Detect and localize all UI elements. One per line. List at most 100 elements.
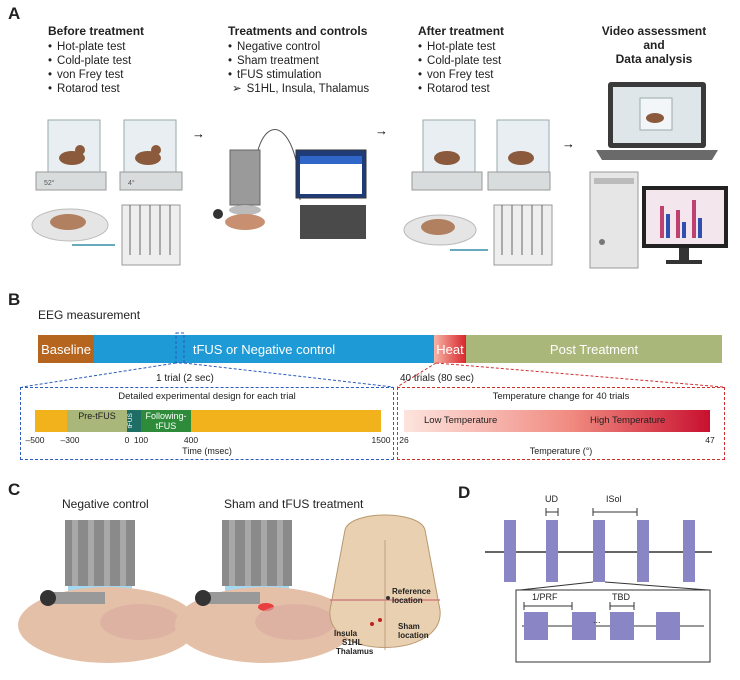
forty-trials-label: 40 trials (80 sec) xyxy=(400,373,474,384)
ud-label: UD xyxy=(545,494,558,504)
before-treatment-items: Hot-plate test Cold-plate test von Frey … xyxy=(48,40,188,96)
list-item: Hot-plate test xyxy=(48,40,188,54)
list-item: von Frey test xyxy=(418,68,558,82)
insula-label: Insula xyxy=(334,629,358,638)
pulse-block xyxy=(504,520,516,582)
ellipsis-label: ... xyxy=(593,615,601,625)
temperature-box: Temperature change for 40 trials Low Tem… xyxy=(397,387,725,460)
tfus-short-segment: tFUS xyxy=(127,410,141,432)
isol-label: ISol xyxy=(606,494,622,504)
low-temperature-label: Low Temperature xyxy=(424,415,498,426)
arrow-icon: → xyxy=(192,126,205,141)
before-treatment-title: Before treatment xyxy=(48,24,145,38)
skull-illustration xyxy=(329,514,441,650)
s1hl-label: S1HL xyxy=(342,638,363,647)
tick-label: 1500 xyxy=(371,435,391,445)
video-title-line1: Video assessment xyxy=(601,24,707,38)
reference-location-label: Reference location xyxy=(392,587,431,605)
panel-a-illustrations: 52° 4° → → xyxy=(31,82,728,269)
tick-label: 400 xyxy=(183,435,199,445)
arrow-icon: → xyxy=(375,123,388,138)
temp-max-label: 47 xyxy=(705,435,715,445)
panel-c-illustrations xyxy=(18,514,441,663)
before-treatment-list: Before treatment Hot-plate test Cold-pla… xyxy=(48,24,188,96)
panel-b-label: B xyxy=(8,290,21,309)
tick-label: 100 xyxy=(133,435,149,445)
heat-segment: Heat xyxy=(434,335,466,363)
treatments-list: Treatments and controls Negative control… xyxy=(228,24,398,96)
after-treatment-list: After treatment Hot-plate test Cold-plat… xyxy=(418,24,558,96)
prf-label: 1/PRF xyxy=(532,592,558,602)
tbd-label: TBD xyxy=(612,592,630,602)
pulse-block xyxy=(546,520,558,582)
trial-design-box: Detailed experimental design for each tr… xyxy=(20,387,394,460)
after-treatment-items: Hot-plate test Cold-plate test von Frey … xyxy=(418,40,558,96)
temperature-axis-label: Temperature (°) xyxy=(529,446,593,456)
time-axis-label: Time (msec) xyxy=(182,446,232,456)
after-treatment-title: After treatment xyxy=(418,24,505,38)
pulse-diagram xyxy=(485,508,712,663)
list-item: Hot-plate test xyxy=(418,40,558,54)
tfus-short-label: tFUS xyxy=(127,413,134,429)
tick-label: –500 xyxy=(25,435,45,445)
after-cold-plate-illustration xyxy=(487,119,551,191)
after-von-frey-illustration xyxy=(403,214,488,251)
list-item: Cold-plate test xyxy=(48,54,188,68)
following-tfus-segment: Following-tFUS xyxy=(141,410,191,432)
hot-plate-illustration xyxy=(35,119,107,191)
list-item: Cold-plate test xyxy=(418,54,558,68)
tick-label: –300 xyxy=(60,435,80,445)
temp-min-label: 26 xyxy=(399,435,409,445)
pulse-block xyxy=(593,520,605,582)
one-trial-label: 1 trial (2 sec) xyxy=(156,373,214,384)
cold-plate-illustration xyxy=(119,119,183,191)
video-assessment-title: Video assessment and Data analysis xyxy=(584,24,724,66)
temperature-gradient-bar: Low Temperature High Temperature xyxy=(404,410,710,432)
trial-timeline-bar: Pre-tFUS tFUS Following-tFUS xyxy=(35,410,381,432)
eeg-measurement-title: EEG measurement xyxy=(38,308,141,322)
cold-plate-display: 4° xyxy=(128,179,135,187)
laptop-illustration xyxy=(596,82,718,160)
after-hot-plate-illustration xyxy=(411,119,483,191)
list-item: von Frey test xyxy=(48,68,188,82)
treatments-title: Treatments and controls xyxy=(228,24,368,38)
panel-c-label: C xyxy=(8,480,21,499)
video-title-line2: and xyxy=(643,38,665,52)
list-subitem: S1HL, Insula, Thalamus xyxy=(228,82,398,96)
list-item: tFUS stimulation xyxy=(228,68,398,82)
hot-plate-display: 52° xyxy=(44,179,55,187)
post-treatment-label: Post Treatment xyxy=(549,341,639,357)
sham-location-label: Sham location xyxy=(398,622,429,640)
trial-design-title: Detailed experimental design for each tr… xyxy=(118,391,296,402)
post-treatment-segment: Post Treatment xyxy=(466,335,722,363)
list-item: Negative control xyxy=(228,40,398,54)
negative-control-illustration xyxy=(18,520,198,663)
pulse-block xyxy=(683,520,695,582)
pulse-block xyxy=(637,520,649,582)
tfus-segment-label: tFUS or Negative control xyxy=(192,341,336,357)
pre-tfus-segment: Pre-tFUS xyxy=(67,410,127,432)
tfus-segment: tFUS or Negative control xyxy=(94,335,434,363)
pre-tfus-label: Pre-tFUS xyxy=(78,411,116,421)
sham-tfus-title: Sham and tFUS treatment xyxy=(224,497,364,511)
computer-monitor-illustration xyxy=(295,149,367,239)
baseline-label: Baseline xyxy=(41,341,91,357)
thalamus-label: Thalamus xyxy=(336,647,374,656)
after-rotarod-illustration xyxy=(493,204,553,266)
von-frey-illustration xyxy=(31,208,115,246)
video-title-line3: Data analysis xyxy=(615,52,693,66)
eeg-timeline-bar: Baseline tFUS or Negative control Heat P… xyxy=(38,335,722,363)
tick-label: 0 xyxy=(124,435,130,445)
desktop-computer-illustration xyxy=(589,171,728,269)
panel-d-label: D xyxy=(458,483,471,502)
panel-a-label: A xyxy=(8,4,21,23)
rotarod-illustration xyxy=(121,204,181,266)
sham-tfus-illustration xyxy=(175,520,355,663)
tfus-transducer-illustration xyxy=(213,129,301,230)
temperature-title: Temperature change for 40 trials xyxy=(492,391,630,402)
following-tfus-label: Following-tFUS xyxy=(145,411,187,431)
heat-label: Heat xyxy=(436,341,464,357)
zoom-connectors xyxy=(21,332,724,388)
high-temperature-label: High Temperature xyxy=(590,415,666,426)
list-item: Rotarod test xyxy=(48,82,188,96)
